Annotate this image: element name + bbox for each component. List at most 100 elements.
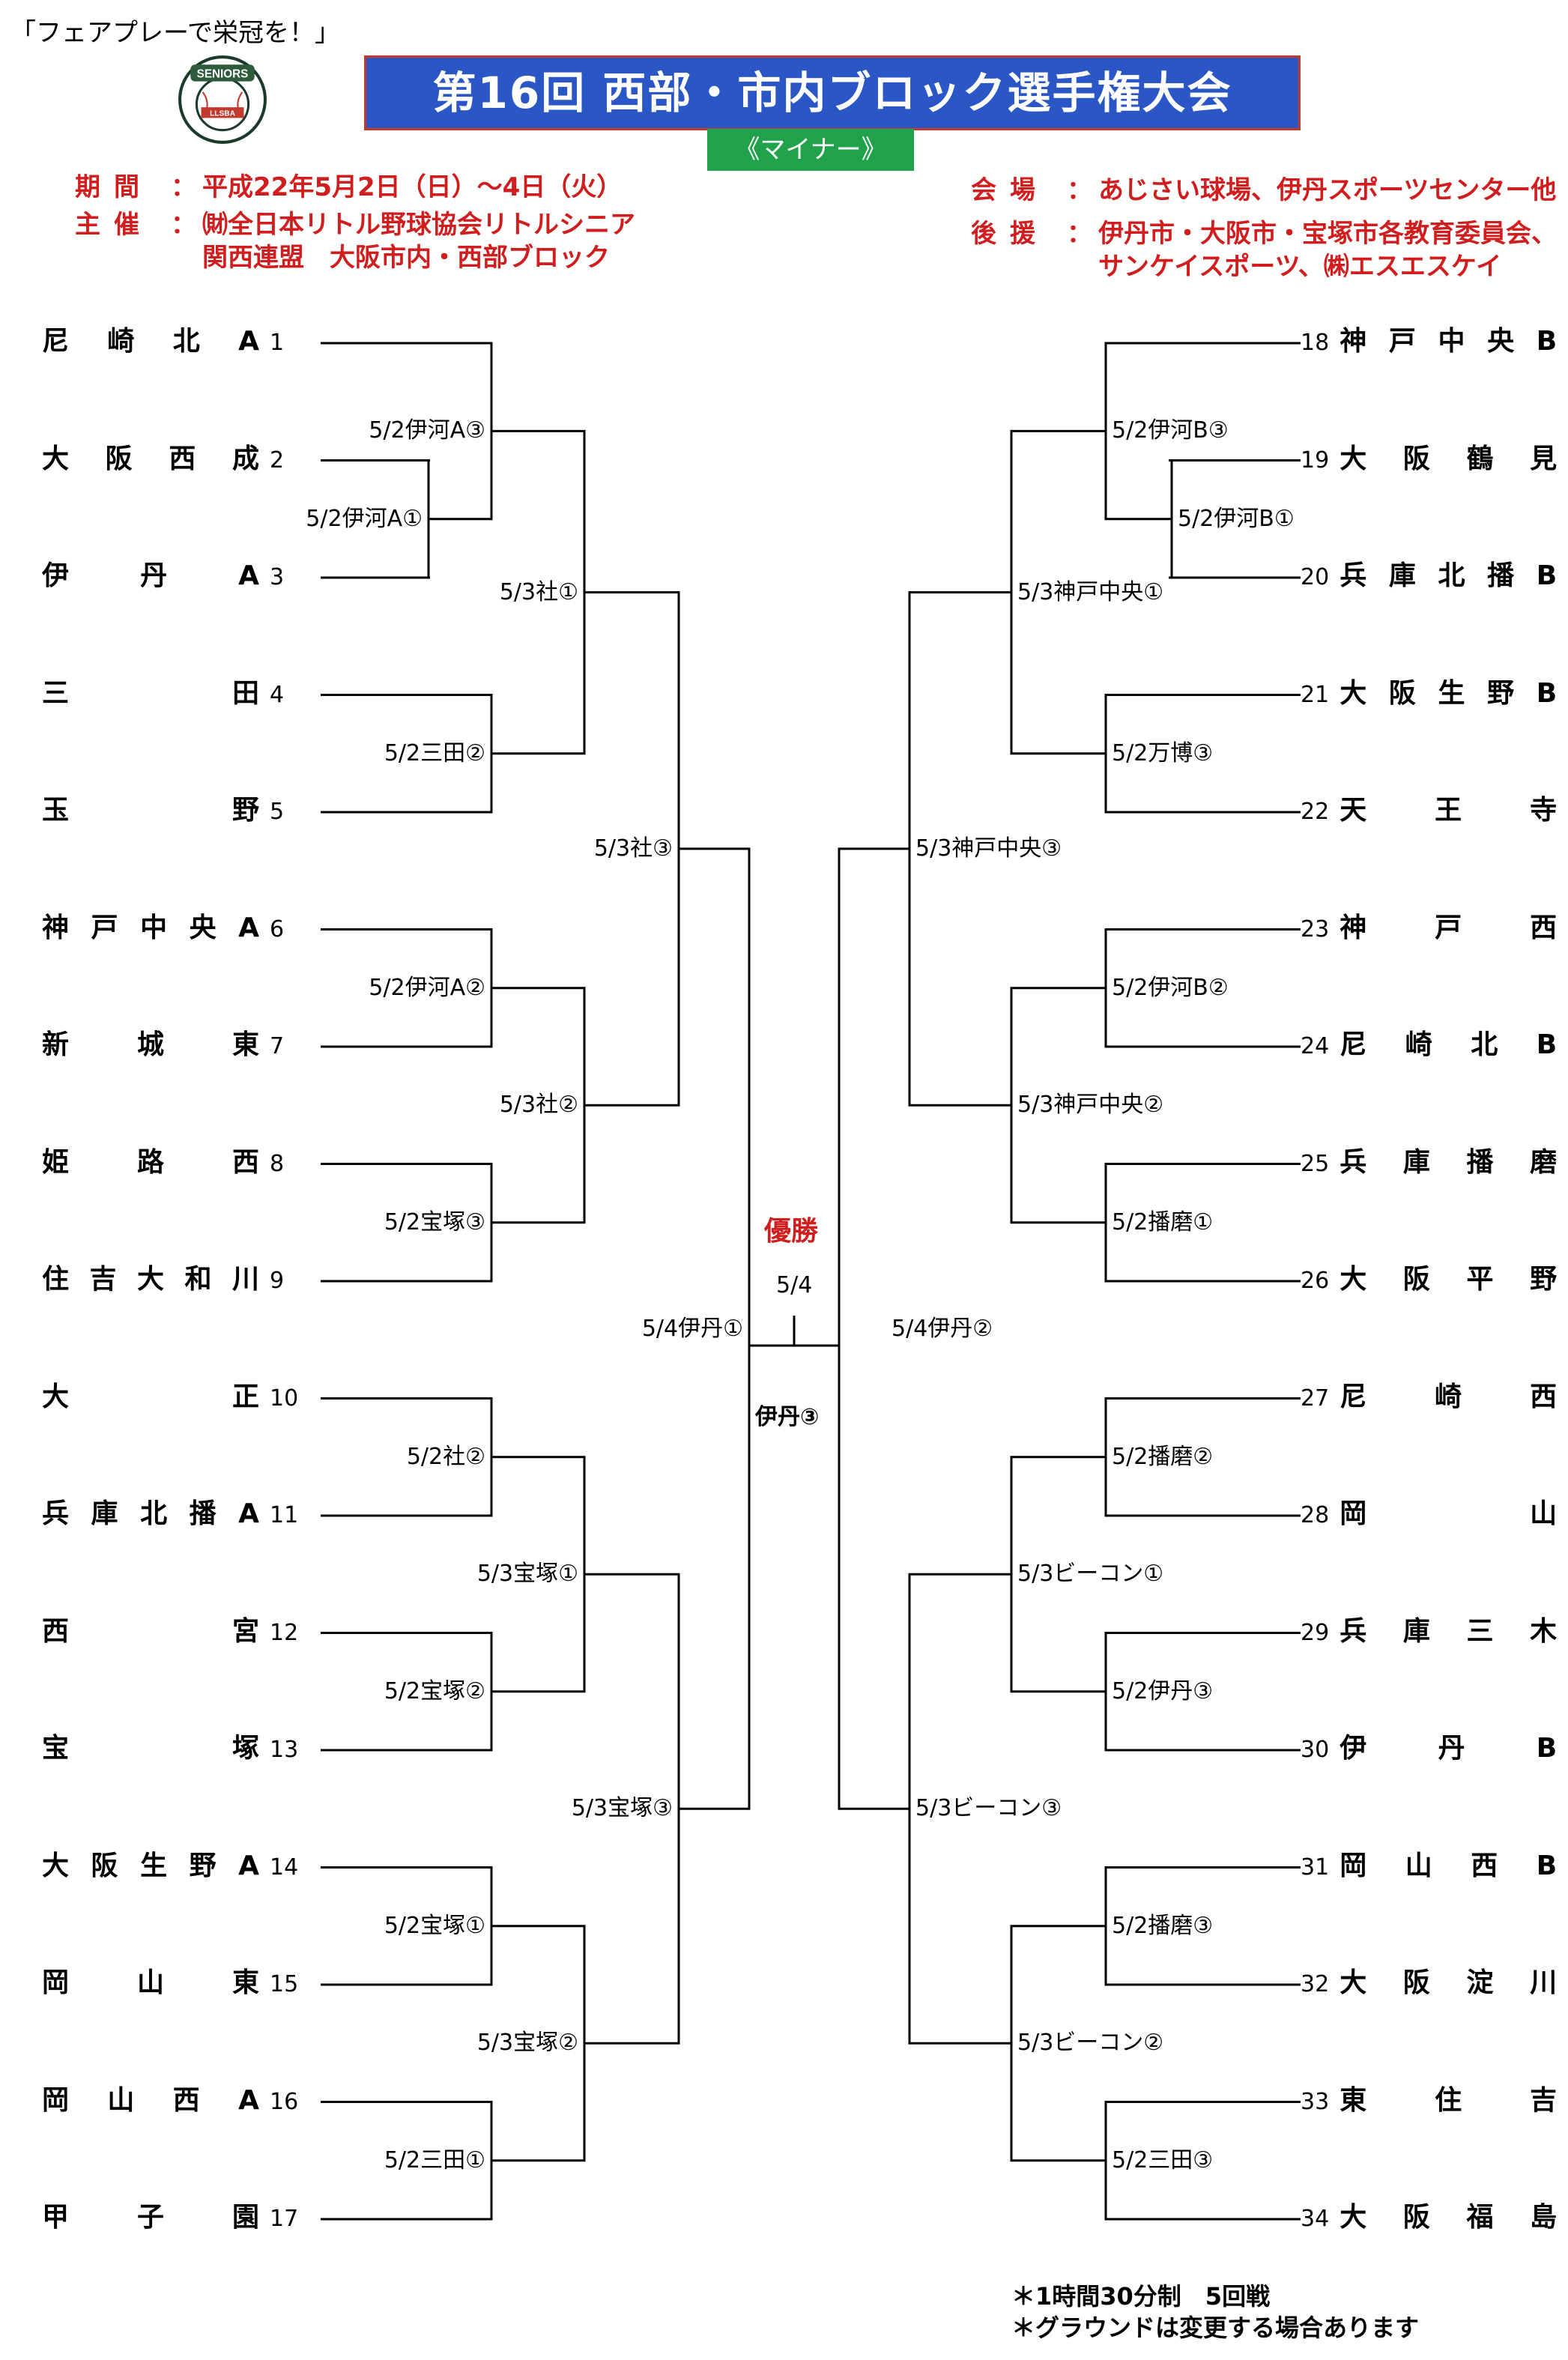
team-name: 新城東 — [42, 1029, 259, 1060]
team-17: 甲子園 17 — [42, 2203, 298, 2234]
team-name: 甲子園 — [42, 2202, 259, 2233]
team-number: 33 — [1301, 2088, 1330, 2115]
team-number: 17 — [270, 2206, 299, 2232]
game-label: 5/2宝塚③ — [384, 1208, 485, 1235]
game-label: 5/2伊河B② — [1112, 974, 1229, 1001]
game-label: 5/3社① — [499, 578, 578, 605]
game-label: 5/3社② — [499, 1092, 578, 1119]
game-label: 5/2播磨② — [1112, 1443, 1214, 1470]
team-name: 西宮 — [42, 1615, 259, 1647]
game-label: 5/2三田③ — [1112, 2146, 1214, 2173]
game-label: 5/2三田① — [384, 2146, 485, 2173]
team-number: 11 — [270, 1502, 299, 1528]
team-name: 兵庫三木 — [1340, 1615, 1558, 1647]
team-name: 天王寺 — [1340, 795, 1558, 826]
game-label: 5/2伊丹③ — [1112, 1677, 1214, 1704]
team-name: 東住吉 — [1340, 2084, 1558, 2116]
team-number: 24 — [1301, 1033, 1330, 1059]
game-label: 5/2社② — [406, 1443, 485, 1470]
game-label: 5/2宝塚① — [384, 1912, 485, 1939]
team-9: 住吉大和川 9 — [42, 1265, 284, 1296]
champion-label: 優勝 — [764, 1216, 819, 1247]
slogan: 「フェアプレーで栄冠を！」 — [10, 18, 340, 48]
team-number: 22 — [1301, 799, 1330, 825]
team-name: 大阪西成 — [42, 443, 259, 474]
team-number: 27 — [1301, 1385, 1330, 1412]
team-number: 23 — [1301, 916, 1330, 943]
game-label: 5/3社③ — [593, 835, 673, 862]
team-number: 14 — [270, 1854, 299, 1881]
team-name: 神戸西 — [1340, 912, 1558, 943]
game-label: 5/2万博③ — [1112, 739, 1214, 766]
team-name: 岡山東 — [42, 1967, 259, 1998]
team-number: 1 — [270, 330, 285, 356]
team-number: 30 — [1301, 1737, 1330, 1763]
note-time-limit: ＊1時間30分制 5回戦 — [1011, 2282, 1271, 2311]
team-name: 住吉大和川 — [42, 1264, 259, 1295]
host-info: 主催：㈶全日本リトル野球協会リトルシニア 関西連盟 大阪市内・西部ブロック — [75, 210, 635, 273]
team-33: 33 東住吉 — [1301, 2084, 1558, 2117]
team-19: 19 大阪鶴見 — [1301, 444, 1557, 476]
team-number: 12 — [270, 1619, 299, 1646]
team-number: 9 — [270, 1268, 285, 1294]
team-name: 大阪鶴見 — [1340, 443, 1558, 474]
game-label: 5/4伊丹② — [892, 1315, 993, 1342]
note-ground-change: ＊グラウンドは変更する場合あります — [1011, 2314, 1420, 2342]
team-name: 大阪淀川 — [1340, 1967, 1558, 1998]
team-number: 7 — [270, 1033, 285, 1059]
game-label: 5/3ビーコン① — [1017, 1561, 1164, 1588]
game-label: 5/2播磨① — [1112, 1208, 1214, 1235]
game-label: 5/2播磨③ — [1112, 1912, 1214, 1939]
game-label: 5/3宝塚① — [476, 1561, 578, 1588]
game-label: 5/3宝塚② — [476, 2030, 578, 2057]
game-label: 5/2伊河A③ — [369, 417, 485, 444]
team-number: 26 — [1301, 1268, 1330, 1294]
game-label: 5/3神戸中央② — [1017, 1092, 1164, 1119]
svg-text:SENIORS: SENIORS — [197, 68, 249, 81]
svg-text:LLSBA: LLSBA — [210, 109, 236, 118]
game-label: 5/2宝塚② — [384, 1677, 485, 1704]
team-name: 三田 — [42, 677, 259, 709]
division-subtitle: 《マイナー》 — [707, 129, 914, 171]
team-name: 姫路西 — [42, 1146, 259, 1178]
support-info: 後援：伊丹市・大阪市・宝塚市各教育委員会、 サンケイスポーツ、㈱エスエスケイ — [971, 219, 1557, 282]
match-line — [679, 847, 751, 1810]
team-number: 19 — [1301, 447, 1330, 473]
game-label: 5/4伊丹① — [641, 1315, 743, 1342]
team-number: 18 — [1301, 330, 1330, 356]
team-name: 玉野 — [42, 795, 259, 826]
team-5: 玉野 5 — [42, 796, 284, 827]
team-number: 31 — [1301, 1854, 1330, 1881]
team-4: 三田 4 — [42, 677, 285, 710]
team-number: 4 — [270, 681, 285, 708]
team-name: 大正 — [42, 1381, 259, 1412]
game-label: 5/3ビーコン③ — [915, 1795, 1062, 1822]
game-label: 5/3神戸中央① — [1017, 578, 1164, 605]
team-number: 20 — [1301, 564, 1330, 590]
team-22: 22 天王寺 — [1301, 796, 1557, 827]
team-number: 5 — [270, 799, 285, 825]
game-label: 5/3宝塚③ — [571, 1795, 673, 1822]
game-label: 5/2伊河A① — [306, 505, 423, 532]
venue-info: 会場：あじさい球場、伊丹スポーツセンター他 — [971, 175, 1557, 205]
